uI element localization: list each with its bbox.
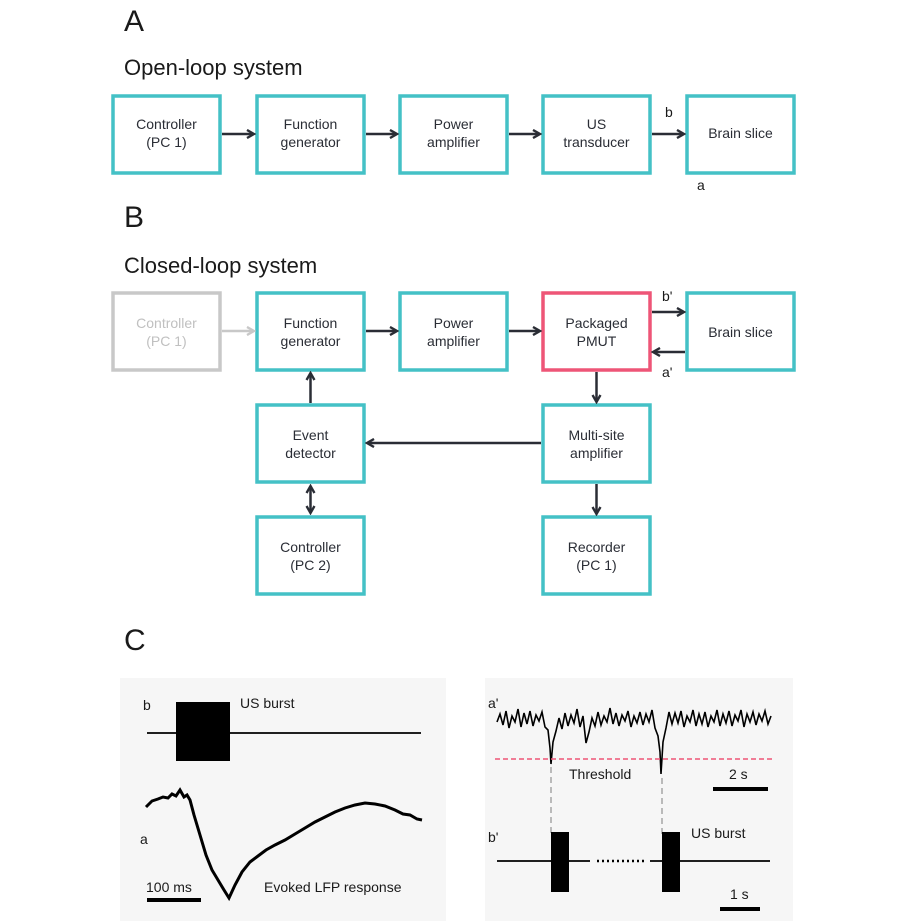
cl-box-controller-pc2 (255, 515, 366, 596)
cl-controller-pc2-line1: Controller (280, 539, 341, 555)
closed-loop-title: Closed-loop system (124, 253, 317, 278)
c-right-us-burst-label: US burst (691, 825, 746, 841)
ol-box-pa-line1: Power (434, 116, 474, 132)
cl-ed-line2: detector (285, 445, 336, 461)
cl-brain-slice-label: Brain slice (708, 324, 773, 340)
ol-box-us-transducer (541, 94, 652, 175)
ol-box-controller-line1: Controller (136, 116, 197, 132)
ol-box-ust-line1: US (587, 116, 606, 132)
c-left-us-burst-block (176, 702, 230, 761)
panel-letter-b: B (124, 201, 144, 234)
cl-fg-line2: generator (281, 333, 341, 349)
ol-label-a: a (697, 177, 705, 193)
panel-c-left: b US burst a 100 ms Evoked LFP response (120, 678, 446, 921)
cl-msa-line2: amplifier (570, 445, 623, 461)
cl-box-power-amplifier (398, 291, 509, 372)
c-left-evoked-lfp-trace (144, 787, 423, 902)
c-left-label-a: a (140, 831, 148, 847)
ol-box-fg-line1: Function (284, 116, 338, 132)
ol-box-controller (111, 94, 222, 175)
cl-controller-pc1-line1: Controller (136, 315, 197, 331)
panel-letter-c: C (124, 624, 146, 657)
ol-box-brain-slice (685, 94, 796, 175)
cl-box-packaged-pmut (541, 291, 652, 372)
c-right-us-burst-block-2 (662, 832, 680, 892)
cl-box-recorder-pc1 (541, 515, 652, 596)
cl-fg-line1: Function (284, 315, 338, 331)
ol-box-function-generator (255, 94, 366, 175)
ol-box-power-amplifier (398, 94, 509, 175)
c-right-threshold-label: Threshold (569, 766, 631, 782)
ol-label-b: b (665, 104, 673, 120)
cl-label-b-prime: b' (662, 288, 672, 304)
cl-pmut-line2: PMUT (577, 333, 617, 349)
open-loop-diagram: Controller (PC 1) Function generator Pow… (111, 94, 796, 193)
c-right-scale-label-top: 2 s (729, 766, 748, 782)
cl-pmut-line1: Packaged (565, 315, 627, 331)
ol-box-pa-line2: amplifier (427, 134, 480, 150)
cl-pa-line2: amplifier (427, 333, 480, 349)
cl-pa-line1: Power (434, 315, 474, 331)
panel-c-right: a' Threshold 2 s b' US burst 1 s (485, 678, 793, 921)
panel-letter-a: A (124, 5, 144, 38)
panel-c-left-bg (120, 678, 446, 921)
cl-ed-line1: Event (293, 427, 329, 443)
cl-box-brain-slice (685, 291, 796, 372)
c-left-scale-label: 100 ms (146, 879, 192, 895)
c-right-label-a-prime: a' (488, 695, 498, 711)
closed-loop-diagram: Controller (PC 1) Function generator Pow… (111, 288, 796, 596)
cl-msa-line1: Multi-site (568, 427, 624, 443)
c-right-us-burst-block-1 (551, 832, 569, 892)
cl-box-multi-site-amplifier (541, 403, 652, 484)
cl-controller-pc2-line2: (PC 2) (290, 557, 330, 573)
c-right-label-b-prime: b' (488, 829, 498, 845)
cl-recorder-line1: Recorder (568, 539, 626, 555)
cl-label-a-prime: a' (662, 364, 672, 380)
cl-box-controller-pc1 (111, 291, 222, 372)
ol-box-brain-slice-label: Brain slice (708, 125, 773, 141)
ol-box-controller-line2: (PC 1) (146, 134, 186, 150)
open-loop-title: Open-loop system (124, 55, 303, 80)
ol-box-fg-line2: generator (281, 134, 341, 150)
ol-box-ust-line2: transducer (563, 134, 629, 150)
cl-recorder-line2: (PC 1) (576, 557, 616, 573)
cl-box-event-detector (255, 403, 366, 484)
cl-controller-pc1-line2: (PC 1) (146, 333, 186, 349)
cl-box-function-generator (255, 291, 366, 372)
c-right-scale-label-bottom: 1 s (730, 886, 749, 902)
c-left-us-burst-label: US burst (240, 695, 295, 711)
c-left-label-b: b (143, 697, 151, 713)
c-right-lfp-trace (496, 707, 772, 775)
c-left-evoked-label: Evoked LFP response (264, 879, 402, 895)
